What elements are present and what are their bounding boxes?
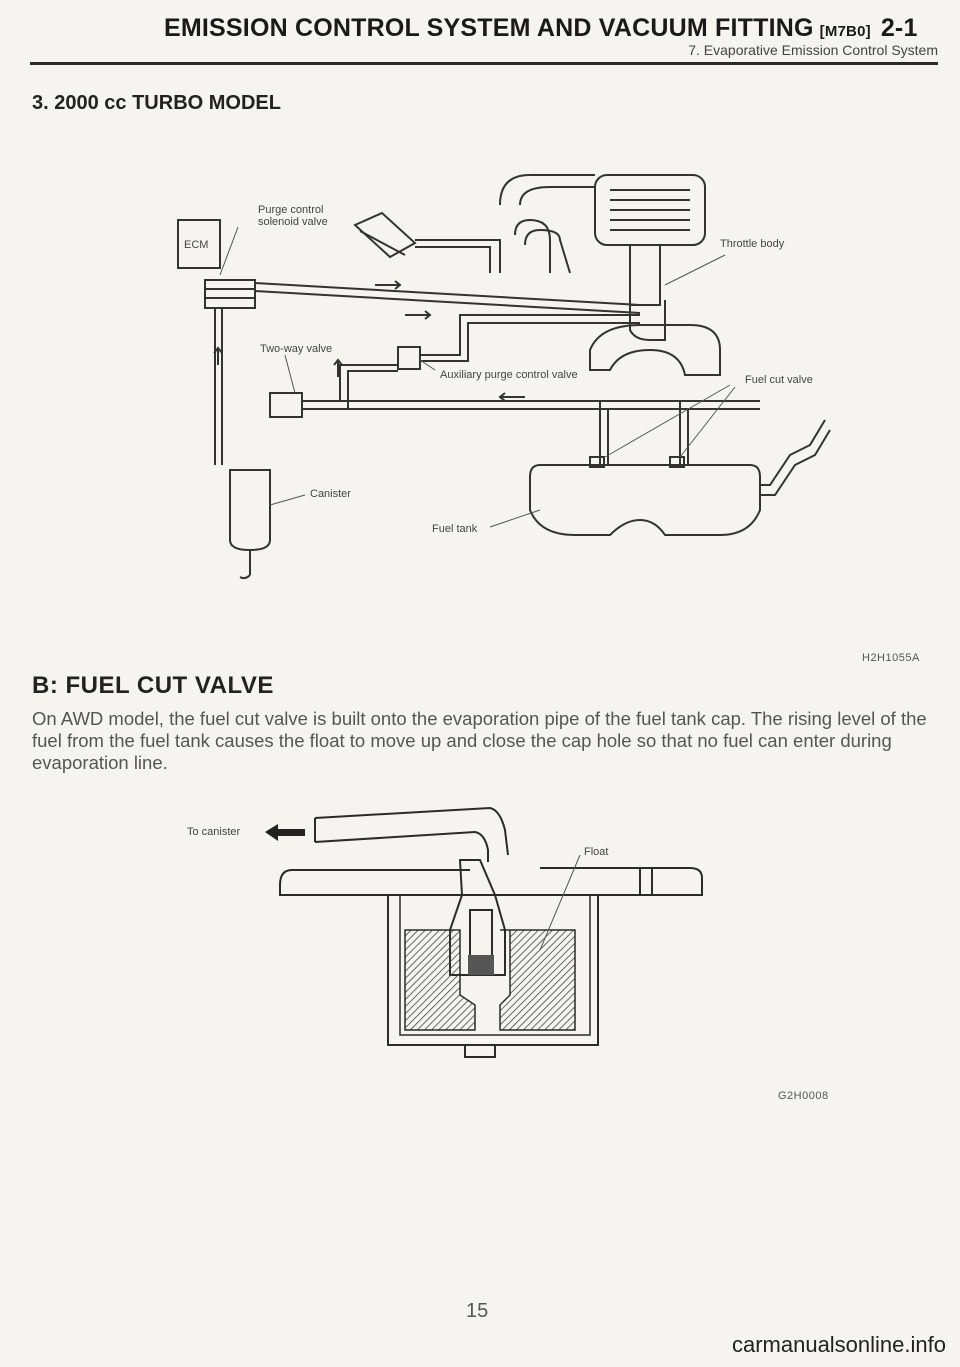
fuel-cut-valve-description: On AWD model, the fuel cut valve is buil… xyxy=(32,708,927,773)
label-purge-control: Purge control xyxy=(258,204,323,216)
canister xyxy=(229,469,271,552)
throttle-body xyxy=(629,244,661,306)
page-header-title: EMISSION CONTROL SYSTEM AND VACUUM FITTI… xyxy=(164,14,918,43)
section-title-fuel-cut-valve: B: FUEL CUT VALVE xyxy=(32,672,274,699)
page-number: 15 xyxy=(466,1300,489,1322)
header-title: EMISSION CONTROL SYSTEM AND VACUUM FITTI… xyxy=(164,14,814,42)
label-to-canister: To canister xyxy=(187,826,241,838)
fuel-cut-valve-diagram: To canister Float xyxy=(187,806,703,1058)
label-aux-purge-valve: Auxiliary purge control valve xyxy=(440,369,578,381)
watermark: carmanualsonline.info xyxy=(731,1332,946,1357)
label-two-way-valve: Two-way valve xyxy=(260,343,332,355)
section-title-turbo: 3. 2000 cc TURBO MODEL xyxy=(32,92,281,114)
ecm-box xyxy=(177,219,221,269)
label-ecm: ECM xyxy=(184,239,208,251)
figure-code-1: H2H1055A xyxy=(862,652,920,664)
label-float: Float xyxy=(584,846,608,858)
label-canister: Canister xyxy=(310,488,351,500)
label-fuel-tank: Fuel tank xyxy=(432,523,478,535)
evap-system-diagram: Purge control solenoid valve ECM Throttl… xyxy=(177,174,831,580)
section-number: 2-1 xyxy=(880,14,918,42)
label-fuel-cut-valve: Fuel cut valve xyxy=(745,374,813,386)
header-subtitle: 7. Evaporative Emission Control System xyxy=(688,42,938,58)
header-divider xyxy=(30,62,938,65)
label-solenoid-valve: solenoid valve xyxy=(258,216,328,228)
label-throttle-body: Throttle body xyxy=(720,238,785,250)
aux-purge-valve xyxy=(397,346,421,370)
header-code: [M7B0] xyxy=(819,23,871,40)
two-way-valve xyxy=(269,392,303,418)
fuel-tank xyxy=(529,464,761,536)
figure-code-2: G2H0008 xyxy=(778,1090,829,1102)
